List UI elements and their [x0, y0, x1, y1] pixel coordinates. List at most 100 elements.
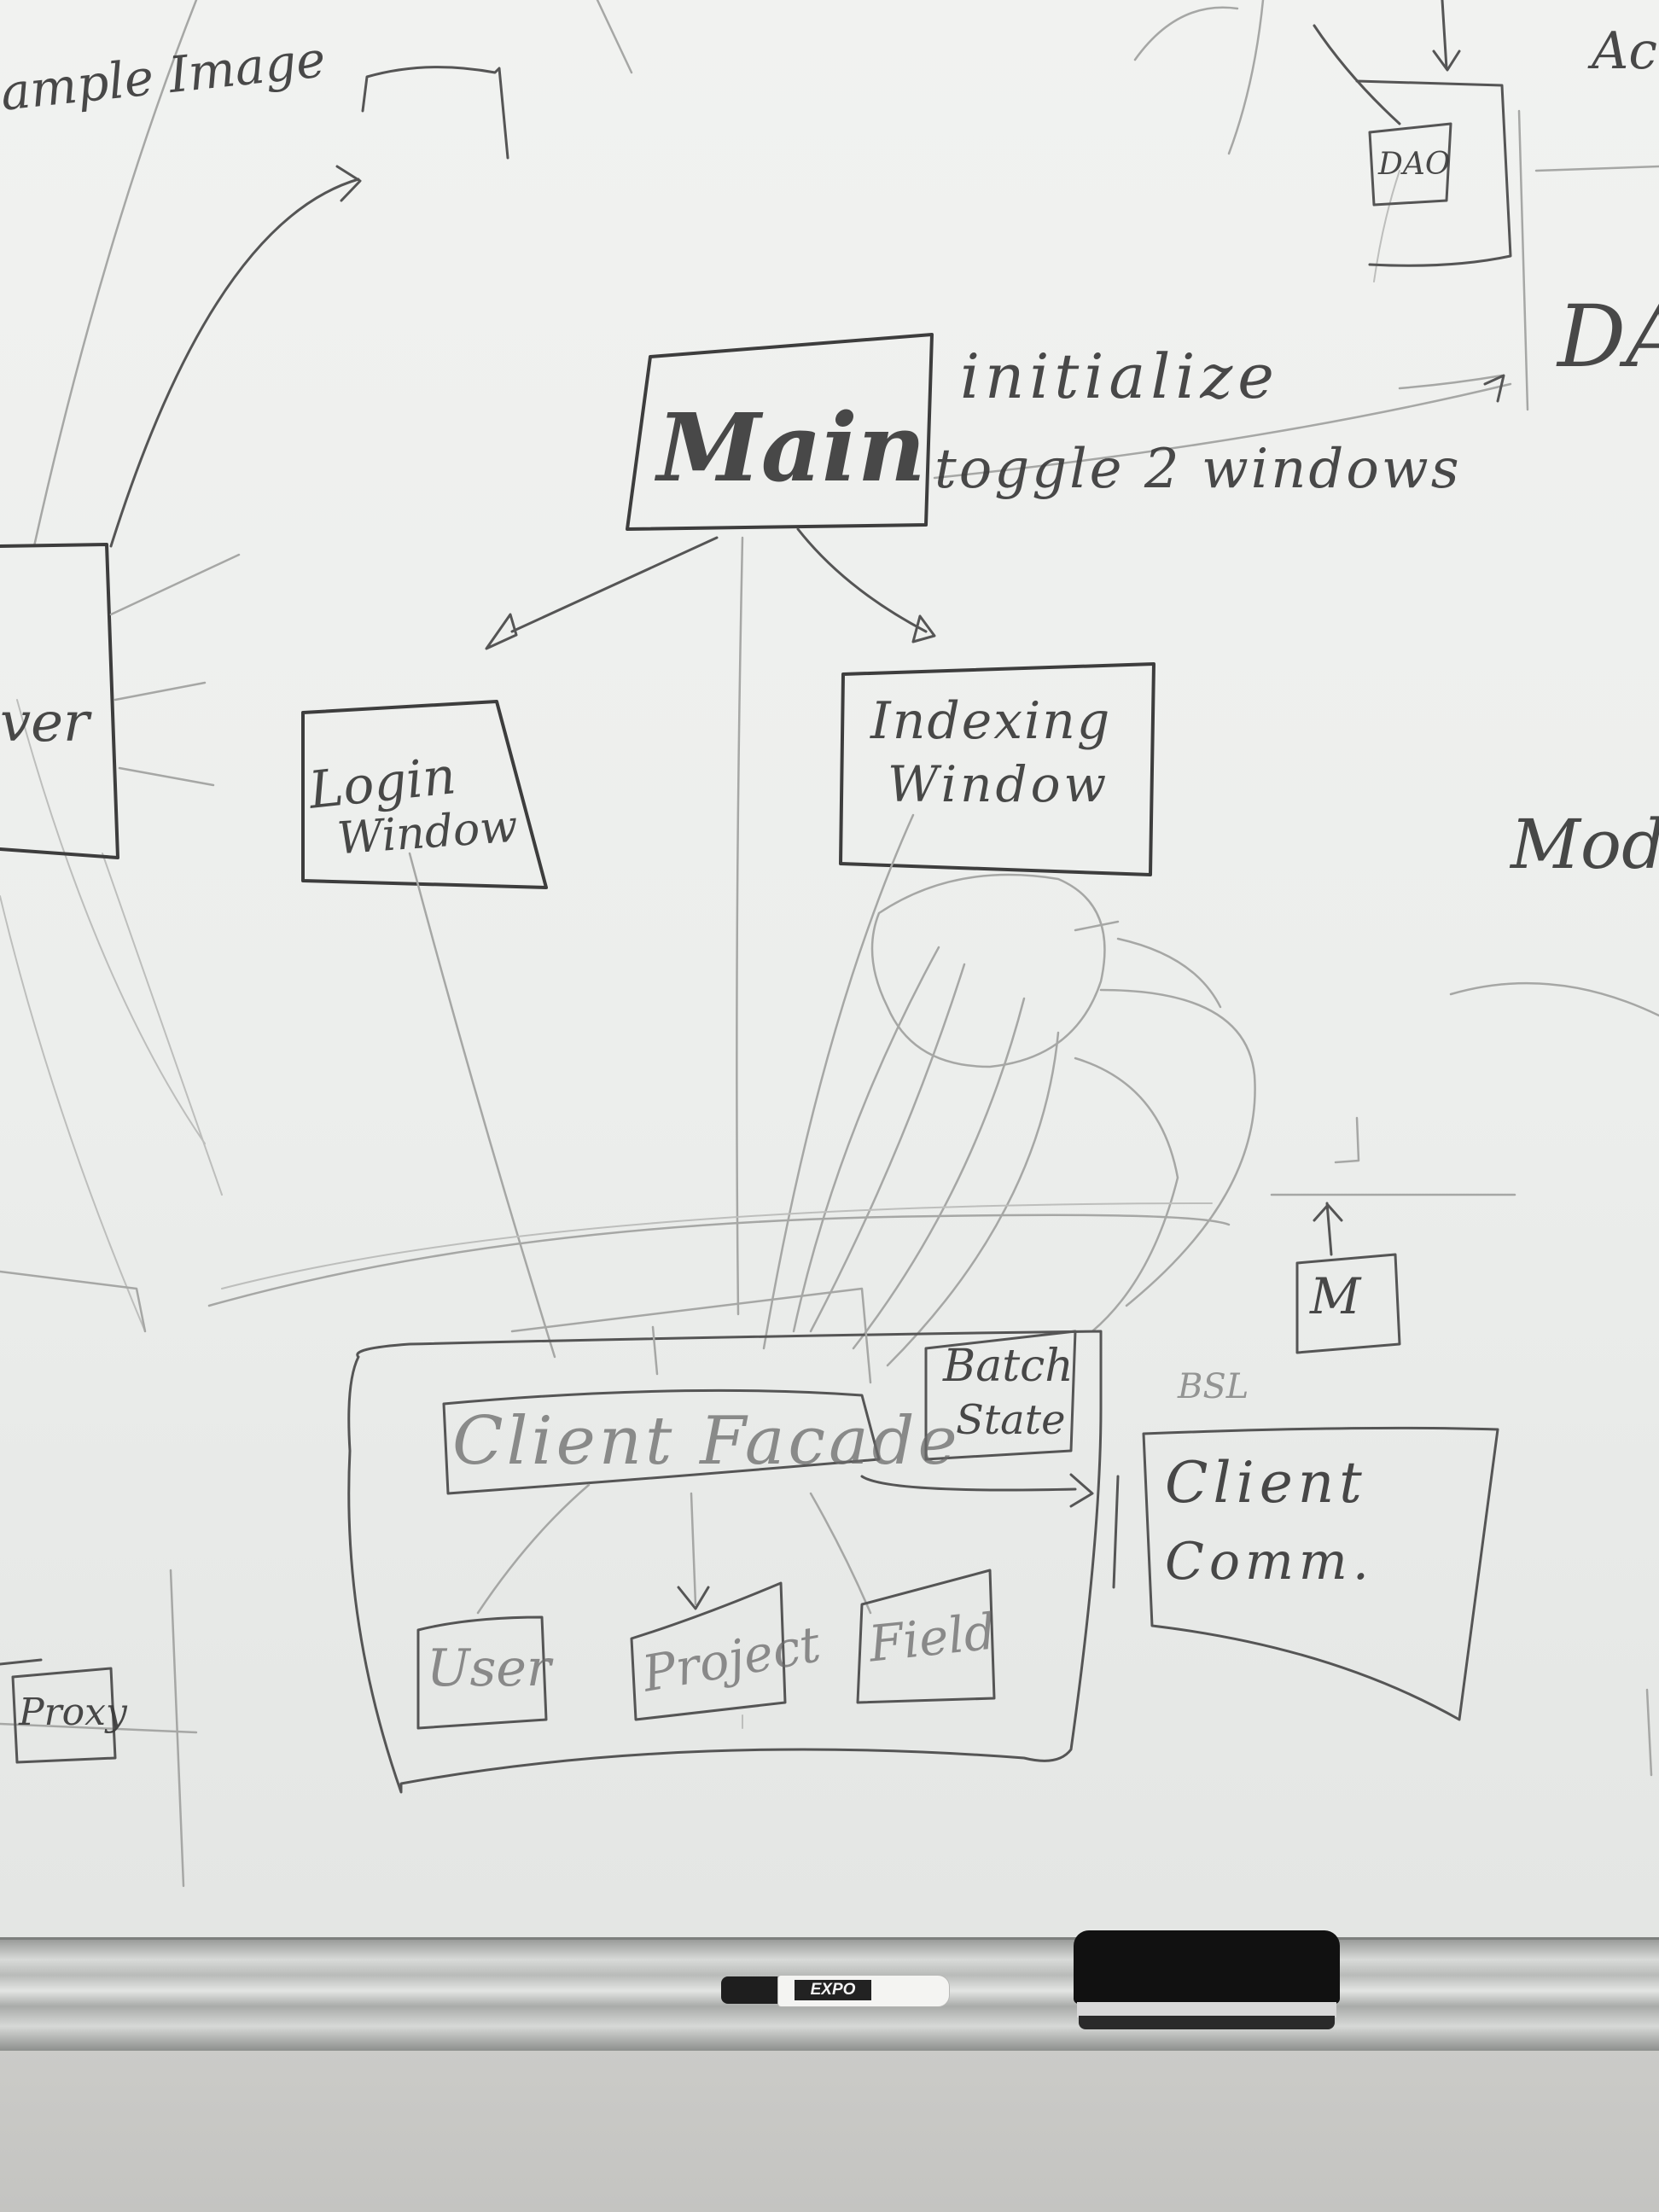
whiteboard-eraser: [1074, 1930, 1340, 2031]
batch-state-box: [924, 1330, 1077, 1461]
ghost-line: [1449, 981, 1659, 1017]
marker-cap: [721, 1976, 781, 2004]
main-label: Main: [657, 393, 926, 503]
arrowhead: [677, 1586, 710, 1610]
ghost-line: [510, 1287, 872, 1384]
ghost-line: [1116, 937, 1222, 1009]
ghost-line: [118, 766, 215, 787]
eraser-handle: [1074, 1930, 1340, 2004]
ghost-line: [651, 1325, 659, 1376]
ghost-line: [169, 1569, 185, 1888]
user-box: [416, 1615, 548, 1730]
ghost-line: [207, 1214, 1231, 1307]
arrowhead: [1313, 1203, 1343, 1222]
ghost-line: [1099, 988, 1256, 1307]
arrow-facade-to-field: [809, 1492, 872, 1615]
batch-label: Batch: [943, 1341, 1074, 1392]
comm-label: Comm.: [1165, 1532, 1374, 1592]
ghost-line: [1373, 170, 1400, 282]
ghost-line: [109, 553, 241, 616]
marker-brand: EXPO: [795, 1980, 871, 2000]
ghost-line: [1074, 1057, 1179, 1333]
eraser-base: [1079, 2016, 1335, 2029]
ghost-line: [32, 0, 198, 548]
ghost-line: [0, 895, 146, 1332]
arrow-indexing-to-facade: [852, 997, 1026, 1350]
wall-below-board: [0, 2048, 1659, 2212]
arrow-indexing-to-facade: [792, 946, 940, 1333]
initialize-label: initialize: [960, 341, 1279, 412]
ghost-line: [1645, 1688, 1653, 1777]
ac-label: Ac: [1592, 21, 1657, 81]
ghost-line: [1534, 165, 1659, 172]
arrowhead: [1069, 1473, 1094, 1508]
toggle-windows-label: toggle 2 windows: [934, 438, 1462, 501]
ghost-line: [596, 0, 633, 74]
bsl-label: BSL: [1178, 1367, 1249, 1406]
indexing-window-box: [839, 662, 1155, 876]
arrow-indexing-to-facade: [809, 963, 966, 1333]
m-label: M: [1310, 1267, 1361, 1325]
arrow-facade-to-user: [476, 1483, 591, 1615]
proxy-label: Proxy: [19, 1691, 127, 1734]
field-label: Field: [865, 1602, 998, 1674]
proxy-box: [11, 1667, 117, 1764]
sample-image-box: [361, 66, 509, 160]
arrow-indexing-to-facade: [762, 813, 915, 1350]
da-label: DA: [1557, 287, 1659, 387]
inheritance-triangle: [911, 614, 936, 643]
client-package-boundary: [347, 1330, 1103, 1794]
dry-erase-marker: EXPO: [721, 1971, 960, 2009]
arrow-to-proxy: [0, 1658, 43, 1666]
login-window-box: [301, 700, 548, 889]
state-label: State: [956, 1396, 1066, 1444]
whiteboard-surface: [0, 0, 1659, 1937]
indexing-window-label: Window: [888, 755, 1110, 813]
ghost-line: [114, 681, 207, 701]
field-box: [856, 1569, 996, 1704]
model-label: Mode: [1511, 805, 1659, 884]
arrow-indexing-to-facade: [886, 1031, 1060, 1367]
arrow-facade-to-project: [690, 1492, 697, 1606]
arrow-to-m: [1325, 1202, 1333, 1256]
ghost-line: [1517, 109, 1529, 411]
arrowhead: [1483, 374, 1505, 403]
eraser-felt: [1077, 2002, 1336, 2017]
server-box: [0, 543, 119, 859]
ghost-line: [1398, 374, 1504, 390]
user-label: User: [427, 1639, 551, 1698]
ghost-line: [16, 699, 206, 1144]
ghost-line: [221, 1202, 1213, 1289]
main-box: [626, 333, 934, 531]
divider-line: [1112, 1475, 1120, 1589]
arrow-login-to-facade: [408, 852, 556, 1359]
arrow-main-to-facade: [736, 536, 744, 1316]
arrowhead: [1432, 49, 1461, 72]
login-window-label: Window: [335, 800, 520, 865]
client-label: Client: [1165, 1450, 1367, 1516]
ghost-line: [933, 382, 1512, 480]
server-label: ver: [0, 691, 90, 754]
dao-label: DAO: [1378, 147, 1451, 182]
dao-container: [1355, 79, 1512, 267]
client-facade-box: [442, 1388, 881, 1495]
m-box: [1295, 1253, 1401, 1354]
arrow-facade-to-client-comm: [860, 1475, 1077, 1492]
ghost-line: [102, 853, 223, 1196]
erased-scribble: [870, 873, 1106, 1068]
project-box: [630, 1581, 787, 1721]
ghost-line: [0, 1270, 147, 1333]
arrow-main-to-indexing: [796, 527, 928, 633]
arrow-to-sample-image: [109, 178, 360, 548]
ghost-line: [1227, 0, 1265, 155]
inheritance-triangle: [485, 613, 518, 650]
ghost-line: [1133, 6, 1239, 61]
indexing-label: Indexing: [870, 691, 1112, 751]
ghost-line: [0, 1722, 198, 1734]
ghost-line: [1334, 1116, 1360, 1164]
arrow-to-dao: [1313, 24, 1401, 125]
client-facade-label: Client Facade: [452, 1403, 961, 1480]
arrow-to-dao: [1441, 0, 1448, 70]
arrowhead: [335, 165, 362, 202]
